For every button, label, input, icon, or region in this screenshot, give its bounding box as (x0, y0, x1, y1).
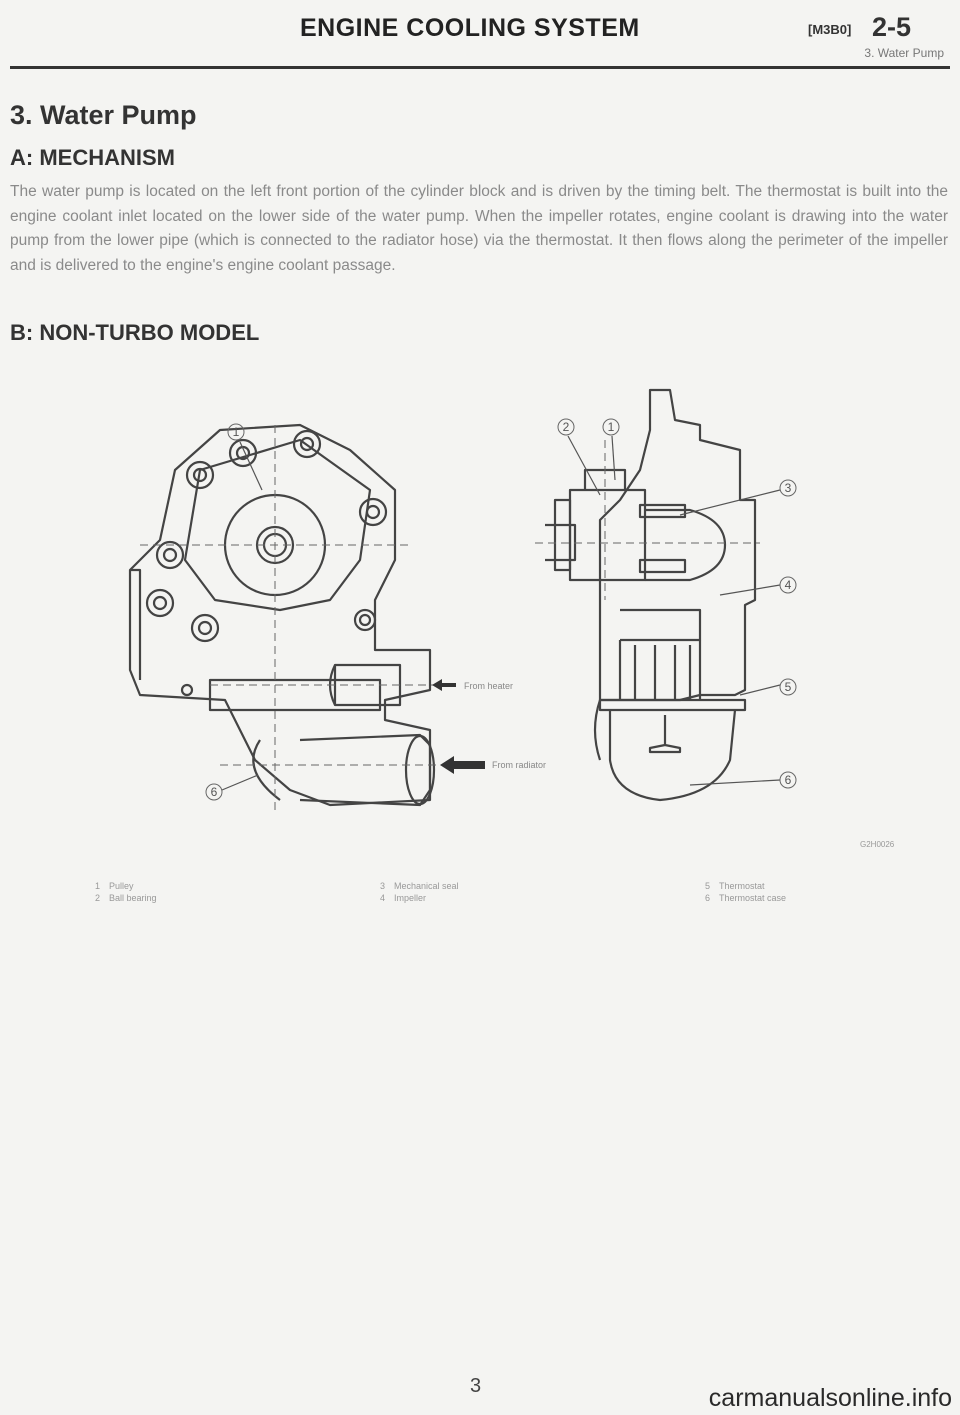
callout-6-right: 6 (785, 773, 792, 787)
from-heater-label: From heater (464, 681, 513, 691)
callout-3: 3 (785, 481, 792, 495)
header-title: ENGINE COOLING SYSTEM (300, 14, 640, 42)
header-code: [M3B0] (808, 22, 852, 37)
subsection-a-heading: A: MECHANISM (10, 145, 175, 170)
callout-1-left: 1 (233, 425, 240, 439)
site-watermark: carmanualsonline.info (708, 1384, 952, 1412)
mechanism-paragraph: The water pump is located on the left fr… (10, 183, 948, 274)
water-pump-diagram: 1 2 1 3 4 5 6 6 From heater From radiato… (128, 388, 797, 815)
radiator-flow-arrow (440, 756, 485, 774)
header-divider (10, 66, 950, 69)
heater-flow-arrow (432, 679, 456, 691)
from-radiator-label: From radiator (492, 760, 546, 770)
callout-1-right: 1 (608, 420, 615, 434)
figure-code: G2H0026 (860, 840, 895, 849)
subsection-b-heading: B: NON-TURBO MODEL (10, 320, 260, 345)
header-subtitle: 3. Water Pump (864, 46, 944, 60)
callout-2: 2 (563, 420, 570, 434)
callout-5: 5 (785, 680, 792, 694)
callout-4: 4 (785, 578, 792, 592)
header-page-number: 2-5 (872, 12, 912, 42)
page-number: 3 (470, 1375, 482, 1397)
callout-6-left: 6 (211, 785, 218, 799)
section-title: 3. Water Pump (10, 100, 197, 130)
